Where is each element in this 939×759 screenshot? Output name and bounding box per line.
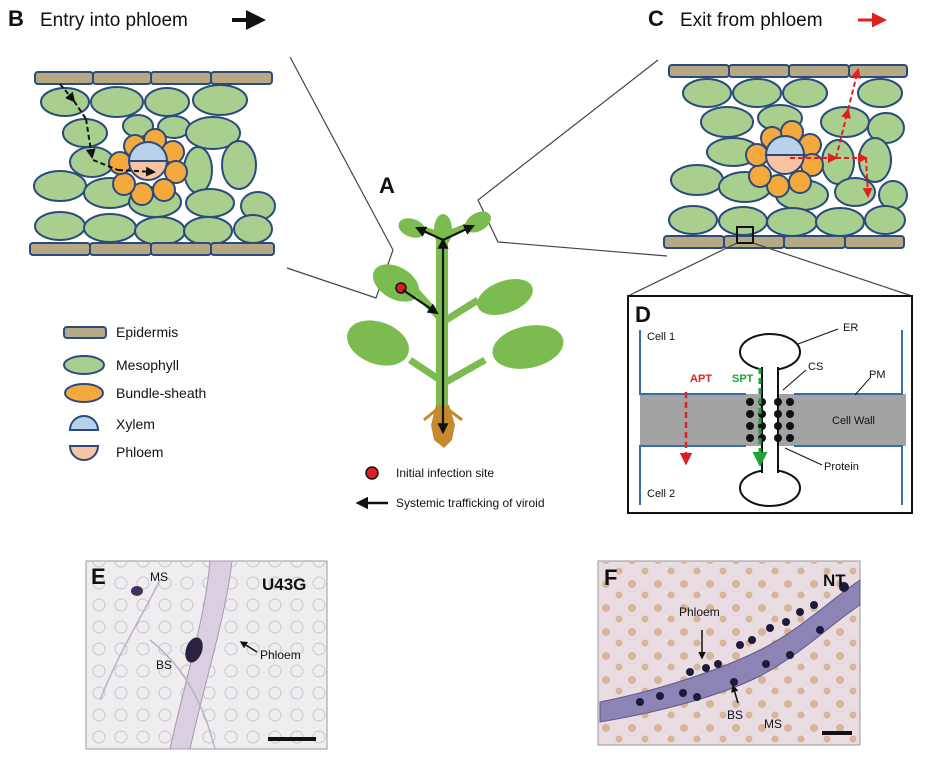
panel-f: F NT Phloem BS MS <box>597 560 861 746</box>
plant-body <box>347 211 564 410</box>
entry-path-arrows <box>59 83 156 177</box>
panel-f-bs-arrow-icon <box>731 684 739 704</box>
panel-e-letter: E <box>91 564 106 589</box>
pm-label: PM <box>869 369 886 381</box>
apt-label: APT <box>690 373 712 385</box>
cell-wall-label: Cell Wall <box>832 415 875 427</box>
panel-c-title: Exit from phloem <box>680 10 823 31</box>
panel-d-letter: D <box>635 302 651 327</box>
legend-epidermis-label: Epidermis <box>116 324 178 340</box>
legend-bundle-sheath-label: Bundle-sheath <box>116 385 206 401</box>
panel-f-stained-cells <box>636 582 849 706</box>
panel-e-phloem-strand <box>169 560 233 750</box>
panel-e-tag: U43G <box>262 575 306 594</box>
panel-f-bs-label: BS <box>727 708 743 722</box>
legend-phloem-swatch <box>68 445 100 461</box>
epidermis-top-b <box>34 71 273 85</box>
plasmodesma <box>739 333 801 507</box>
legend-infection-label: Initial infection site <box>396 466 494 480</box>
panel-e-bs-cell <box>185 637 203 663</box>
exit-path-arrows <box>790 68 873 198</box>
legend-xylem-swatch <box>68 415 100 431</box>
spt-label: SPT <box>732 373 754 385</box>
panel-d-leaders <box>782 328 871 466</box>
legend-labels: Epidermis Mesophyll Bundle-sheath Xylem … <box>116 324 206 460</box>
zoom-box <box>736 226 754 244</box>
panel-c-header: C Exit from phloem <box>648 6 887 31</box>
cell-1-label: Cell 1 <box>647 331 675 343</box>
panel-f-tag: NT <box>823 571 846 590</box>
legend-a: Initial infection site Systemic traffick… <box>355 466 545 510</box>
panel-b-tissue <box>29 71 276 256</box>
epidermis-bottom-c <box>663 235 905 249</box>
panel-e: E U43G MS BS Phloem <box>85 560 328 750</box>
panel-c-letter: C <box>648 6 664 31</box>
legend-mesophyll-label: Mesophyll <box>116 357 179 373</box>
panel-e-bs-label: BS <box>156 658 172 672</box>
panel-a-plant: A <box>347 173 564 448</box>
panel-e-ms-cell <box>131 586 143 596</box>
legend-infection-icon <box>365 466 379 480</box>
panel-b-title: Entry into phloem <box>40 10 188 31</box>
cell-2-label: Cell 2 <box>647 488 675 500</box>
panel-f-letter: F <box>604 565 617 590</box>
panel-d: D Cell 1 Cell 2 <box>627 295 913 514</box>
systemic-arrows <box>402 224 475 435</box>
panel-f-phloem-label: Phloem <box>679 605 720 619</box>
panel-f-vascular-strand <box>599 579 861 723</box>
epidermis-bottom-b <box>29 242 275 256</box>
xylem-b <box>127 141 169 162</box>
panel-a-letter: A <box>379 173 395 198</box>
cs-label: CS <box>808 361 823 373</box>
mesophyll-c <box>668 78 908 237</box>
legend-trafficking-label: Systemic trafficking of viroid <box>396 496 545 510</box>
legend-xylem-label: Xylem <box>116 416 155 432</box>
phloem-c <box>764 154 806 175</box>
legend-epidermis-swatch <box>63 326 107 339</box>
panel-b-header: B Entry into phloem <box>8 6 266 31</box>
panel-f-ms-label: MS <box>764 717 782 731</box>
panel-e-phloem-arrow-icon <box>239 641 258 653</box>
panel-b-letter: B <box>8 6 24 31</box>
xylem-c <box>764 135 806 156</box>
protein-label: Protein <box>824 461 859 473</box>
legend-phloem-label: Phloem <box>116 444 163 460</box>
epidermis-top-c <box>668 64 908 78</box>
legend <box>63 326 107 461</box>
panel-e-ms-label: MS <box>150 570 168 584</box>
plasma-membranes <box>639 330 903 505</box>
legend-bundle-sheath-swatch <box>64 383 104 403</box>
legend-mesophyll-swatch <box>63 355 105 375</box>
er-label: ER <box>843 322 858 334</box>
panel-c-tissue <box>663 64 908 249</box>
panel-e-phloem-label: Phloem <box>260 648 301 662</box>
